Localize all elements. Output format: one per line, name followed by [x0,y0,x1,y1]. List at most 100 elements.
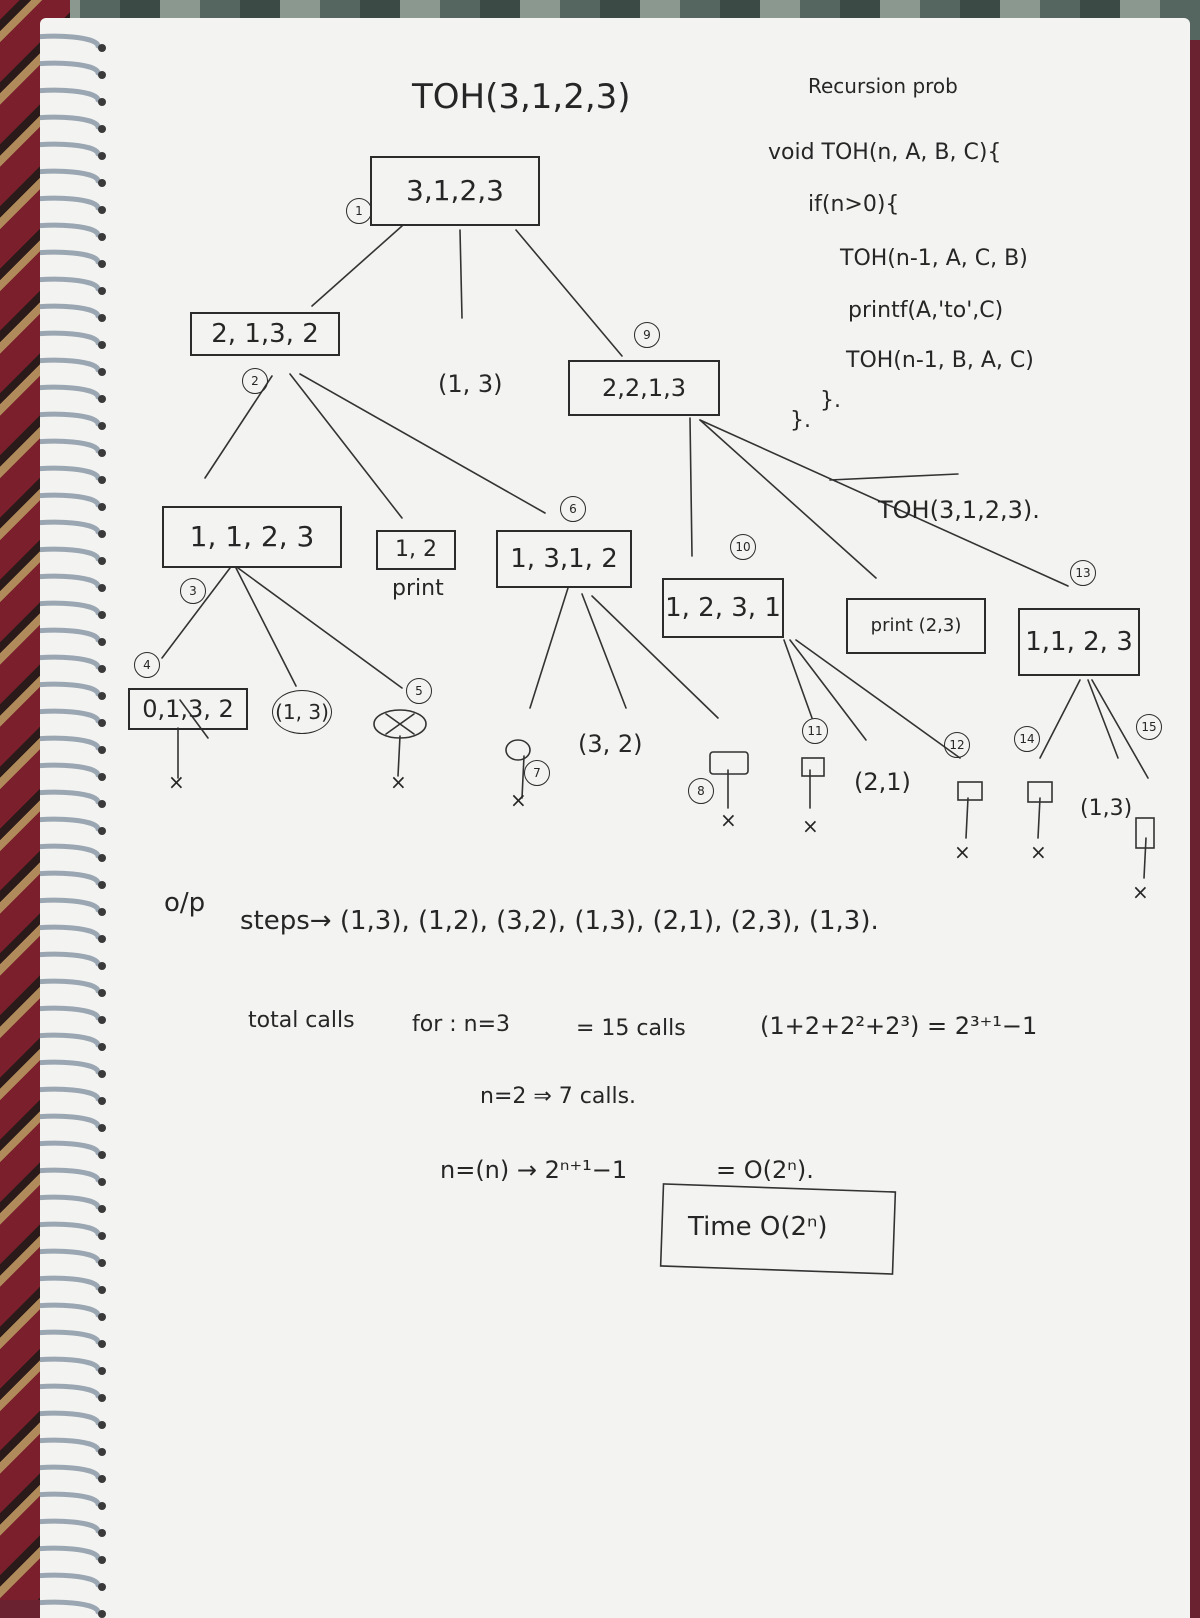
step-number: 12 [944,732,970,758]
spiral-ring [40,249,101,265]
spiral-ring [40,1302,101,1318]
spiral-ring [40,276,101,292]
spiral-ring [40,789,101,805]
tree-node-13: 1,1, 2, 3 [1018,608,1140,676]
tree-node-10-label: 1, 2, 3, 1 [665,593,781,623]
binding-hole [98,179,106,187]
tree-node-10: 1, 2, 3, 1 [662,578,784,638]
binding-hole [98,287,106,295]
cross-mark: × [1030,840,1047,864]
binding-hole [98,638,106,646]
spiral-ring [40,492,101,508]
spiral-ring [40,600,101,616]
code-line-6: }. [820,388,841,413]
spiral-ring [40,60,101,76]
spiral-ring [40,978,101,994]
binding-hole [98,422,106,430]
binding-hole [98,665,106,673]
tree-node-root: 3,1,2,3 [370,156,540,226]
spiral-ring [40,951,101,967]
spiral-ring [40,735,101,751]
code-line-5: TOH(n-1, B, A, C) [846,348,1034,373]
calls-for-n3: for : n=3 [412,1012,511,1037]
binding-hole [98,530,106,538]
binding-hole [98,1124,106,1132]
spiral-ring [40,1248,101,1264]
binding-hole [98,98,106,106]
step-number: 7 [524,760,550,786]
tree-node-3-label: 1, 1, 2, 3 [189,520,315,553]
code-line-7: }. [790,408,811,433]
binding-hole [98,746,106,754]
binding-hole [98,1448,106,1456]
spiral-ring [40,1221,101,1237]
spiral-ring [40,1059,101,1075]
spiral-ring [40,1464,101,1480]
binding-hole [98,962,106,970]
binding-hole [98,1421,106,1429]
spiral-ring [40,519,101,535]
cross-mark: × [168,770,185,794]
spiral-ring [40,762,101,778]
spiral-ring [40,222,101,238]
calls-n2: n=2 ⇒ 7 calls. [480,1084,637,1109]
step-number: 15 [1136,714,1162,740]
binding-hole [98,1583,106,1591]
tree-node-6: 1, 3,1, 2 [496,530,632,588]
spiral-ring [40,1572,101,1588]
binding-hole [98,908,106,916]
binding-hole [98,1313,106,1321]
spiral-ring [40,303,101,319]
binding-hole [98,854,106,862]
spiral-ring [40,897,101,913]
cross-mark: × [720,808,737,832]
spiral-ring [40,1410,101,1426]
print-word: print [392,576,444,601]
code-line-2: if(n>0){ [808,192,900,217]
print-move-n3: (1, 3) [272,690,332,734]
binding-hole [98,206,106,214]
spiral-ring [40,1518,101,1534]
binding-hole [98,1205,106,1213]
code-line-1: void TOH(n, A, B, C){ [768,140,1002,165]
code-call: TOH(3,1,2,3). [878,496,1040,524]
binding-hole [98,1286,106,1294]
spiral-ring [40,1383,101,1399]
tree-node-3: 1, 1, 2, 3 [162,506,342,568]
step-number: 4 [134,652,160,678]
binding-hole [98,44,106,52]
spiral-binding [40,33,106,1618]
total-calls-label: total calls [248,1008,355,1033]
tree-node-n2-print: 1, 2 [376,530,456,570]
spiral-ring [40,141,101,157]
spiral-ring [40,1005,101,1021]
spiral-ring [40,843,101,859]
binding-hole [98,341,106,349]
tree-node-4: 0,1,3, 2 [128,688,248,730]
spiral-ring [40,168,101,184]
output-label: o/p [164,888,206,918]
spiral-ring [40,1086,101,1102]
code-line-3: TOH(n-1, A, C, B) [840,246,1028,271]
binding-hole [98,233,106,241]
step-number: 6 [560,496,586,522]
spiral-ring [40,1194,101,1210]
cross-mark: × [954,840,971,864]
recursion-tree-edges [161,225,1155,1275]
step-number: 3 [180,578,206,604]
binding-hole [98,827,106,835]
step-number: 8 [688,778,714,804]
code-header: Recursion prob [808,74,958,98]
binding-hole [98,71,106,79]
tree-node-2: 2, 1,3, 2 [190,312,340,356]
binding-hole [98,1529,106,1537]
calls-big-o: = O(2ⁿ). [716,1156,814,1184]
binding-hole [98,1475,106,1483]
binding-hole [98,1097,106,1105]
tree-node-root-label: 3,1,2,3 [406,174,504,207]
binding-hole [98,503,106,511]
spiral-ring [40,330,101,346]
spiral-ring [40,546,101,562]
spiral-ring [40,357,101,373]
binding-hole [98,1043,106,1051]
